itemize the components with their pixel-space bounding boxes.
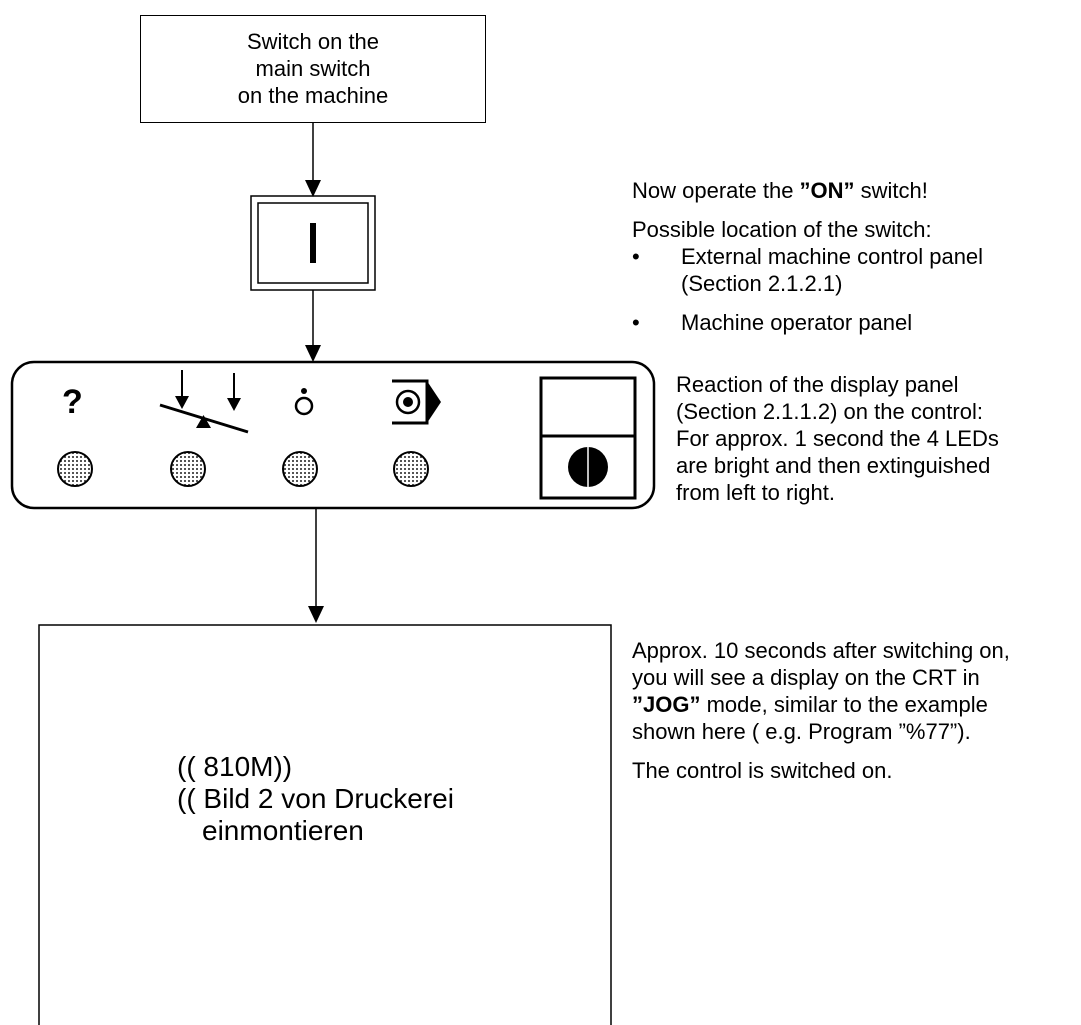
crt-desc-line: ”JOG” mode, similar to the example (632, 692, 988, 717)
operate-on-switch-text: Now operate the ”ON” switch! (632, 178, 928, 203)
on-label: ”ON” (799, 178, 855, 203)
led-2 (170, 451, 206, 487)
question-mark-icon: ? (62, 383, 83, 421)
crt-line: (( 810M)) (177, 751, 293, 782)
crt-placeholder-text: (( 810M)) (( Bild 2 von Druckerei einmon… (177, 751, 454, 847)
panel-reaction-line: For approx. 1 second the 4 LEDs (676, 426, 999, 451)
arrow-to-panel (305, 290, 321, 362)
crt-desc-line: Approx. 10 seconds after switching on, (632, 638, 1010, 663)
led-1 (57, 451, 93, 487)
bullet-line: Machine operator panel (681, 310, 913, 335)
bullet-line: External machine control panel (681, 244, 984, 269)
display-panel (10, 360, 656, 510)
step1-line2: main switch (255, 56, 371, 81)
crt-desc-line: shown here ( e.g. Program ”%77”). (632, 719, 971, 744)
balance-lever-icon (159, 370, 249, 434)
arrow-to-crt (308, 508, 324, 623)
crt-line: einmontieren (202, 815, 364, 846)
arrow-to-switch (305, 122, 321, 197)
panel-reaction-line: are bright and then extinguished (676, 453, 991, 478)
led-3 (282, 451, 318, 487)
panel-reaction-line: (Section 2.1.1.2) on the control: (676, 399, 983, 424)
bullet-line: (Section 2.1.2.1) (681, 271, 843, 296)
panel-reaction-line: from left to right. (676, 480, 835, 505)
on-switch-icon (250, 195, 376, 291)
jog-label: ”JOG” (632, 692, 701, 717)
spindle-icon (294, 388, 314, 416)
bullet-item: • External machine control panel (Sectio… (632, 243, 1072, 297)
main-switch-step-box: Switch on the main switch on the machine (140, 15, 486, 123)
panel-reaction-line: Reaction of the display panel (676, 372, 959, 397)
crt-line: (( Bild 2 von Druckerei (177, 783, 454, 814)
switch-instructions: Now operate the ”ON” switch! Possible lo… (632, 177, 1072, 348)
bullet-item: • Machine operator panel (632, 309, 1072, 336)
step1-line1: Switch on the (246, 29, 380, 54)
bullet-marker: • (632, 310, 640, 335)
crt-screen (38, 624, 612, 1025)
step1-line3: on the machine (237, 83, 389, 108)
crt-desc-line: you will see a display on the CRT in (632, 665, 980, 690)
crt-description: Approx. 10 seconds after switching on, y… (632, 637, 1077, 784)
power-button-icon (539, 376, 637, 500)
led-4 (393, 451, 429, 487)
cycle-start-icon (392, 379, 441, 425)
switched-on-text: The control is switched on. (632, 758, 893, 783)
bullet-marker: • (632, 244, 640, 269)
panel-reaction-text: Reaction of the display panel (Section 2… (676, 371, 1076, 506)
location-heading: Possible location of the switch: (632, 217, 932, 242)
